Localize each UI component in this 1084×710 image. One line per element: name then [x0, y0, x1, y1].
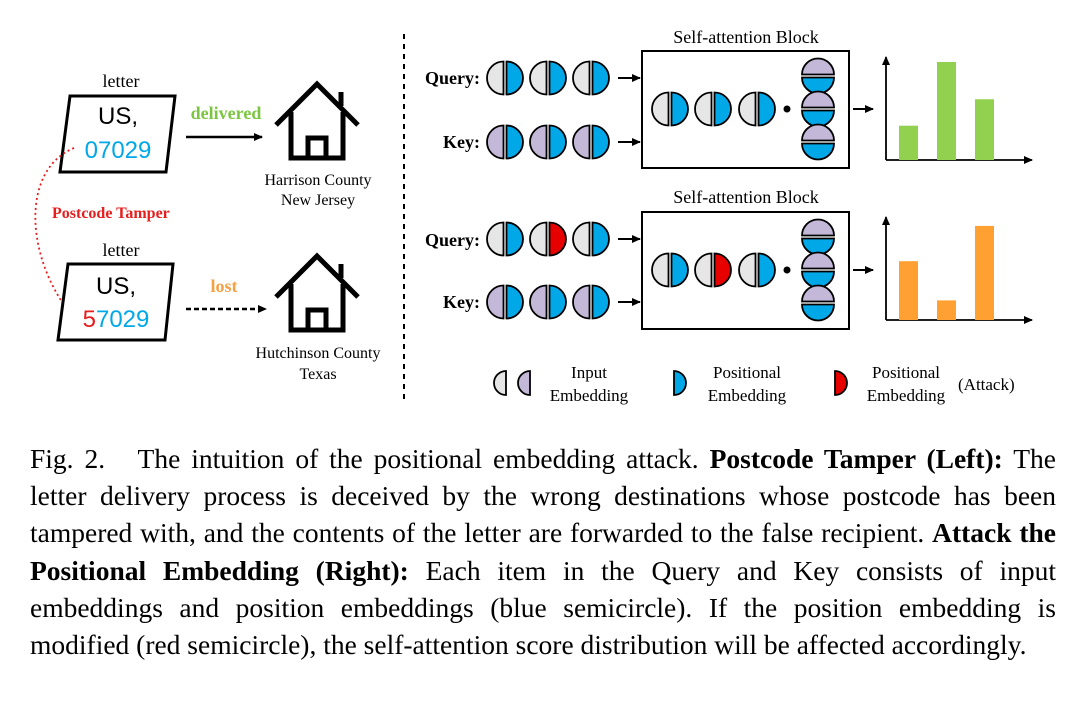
key-label-bottom: Key:: [443, 292, 480, 312]
query-label-bottom: Query:: [425, 230, 480, 250]
query-embeddings-top: [486, 60, 610, 96]
key-token: [801, 123, 835, 161]
dot-product-bottom: [783, 266, 791, 274]
block-row-top: [651, 91, 776, 127]
key-embeddings-top: [486, 124, 610, 160]
score-bar: [937, 62, 956, 160]
score-chart-top: [882, 56, 1033, 164]
attention-block-bottom: [641, 211, 850, 330]
block-col-top: [801, 57, 835, 161]
score-bar: [899, 261, 918, 320]
letter-bottom-envelope: [56, 262, 175, 342]
legend-input-line2: Embedding: [550, 386, 629, 405]
legend-input-half-gray: [493, 370, 507, 396]
legend-attack-icon: [834, 370, 848, 396]
embedding-token: [486, 221, 524, 257]
query-label-top: Query:: [425, 68, 480, 88]
caption-bold-1: Postcode Tamper (Left):: [709, 443, 1003, 474]
embedding-token: [572, 124, 610, 160]
tamper-arrow: [34, 147, 75, 319]
lost-label: lost: [211, 276, 238, 296]
embedding-token: [529, 284, 567, 320]
legend-positional-line1: Positional: [713, 363, 781, 382]
score-bar: [937, 300, 956, 320]
attention-block-top: [641, 50, 850, 169]
legend-attack-suffix: (Attack): [958, 375, 1015, 394]
score-bar: [975, 225, 994, 320]
postcode-rest: 7029: [96, 306, 149, 333]
postcode-changed-digit: 5: [83, 306, 96, 333]
key-token: [801, 90, 835, 128]
legend-positional-icon: [673, 370, 687, 396]
legend: Input Embedding Positional Embedding Pos…: [493, 363, 1015, 405]
score-bar: [899, 125, 918, 160]
dot-product-top: [783, 105, 791, 113]
letter-bottom-postcode: 57029: [83, 306, 150, 333]
figure-caption: Fig. 2. The intuition of the positional …: [30, 440, 1056, 663]
legend-attack-line1: Positional: [872, 363, 940, 382]
letter-top-postcode: 07029: [85, 137, 152, 164]
query-token: [694, 91, 732, 127]
key-token: [801, 251, 835, 289]
right-panel: Self-attention Block Query: Key: Self-at…: [425, 27, 1033, 405]
house-top-icon: [274, 80, 360, 161]
block-title-bottom: Self-attention Block: [673, 187, 818, 207]
caption-text-1: The intuition of the positional embeddin…: [137, 443, 699, 474]
key-embeddings-bottom: [486, 284, 610, 320]
caption-text-3: Each item in the Query and Key consists …: [30, 554, 1057, 661]
letter-bottom-country: US,: [96, 273, 136, 300]
letter-top-label: letter: [103, 71, 140, 91]
legend-input-icon: [493, 370, 531, 396]
tamper-label: Postcode Tamper: [52, 205, 170, 222]
letter-top-country: US,: [98, 103, 138, 130]
caption-fig-label: Fig. 2.: [30, 443, 106, 474]
block-row-bottom: [651, 252, 776, 288]
caption-text-2: The letter delivery process is deceived …: [30, 443, 1056, 549]
delivered-label: delivered: [191, 103, 262, 123]
query-token: [694, 252, 732, 288]
score-chart-bottom: [882, 216, 1033, 324]
key-token: [801, 284, 835, 322]
block-col-bottom: [801, 218, 835, 322]
query-token: [738, 252, 776, 288]
legend-positional-line2: Embedding: [708, 386, 787, 405]
caption-bold-2: Attack the Positional Embedding (Right):: [30, 517, 1057, 586]
house-top-label-line1: Harrison County: [264, 172, 371, 189]
embedding-token: [572, 284, 610, 320]
letter-top-envelope: [58, 94, 177, 174]
query-token: [651, 252, 689, 288]
legend-attack-line2: Embedding: [867, 386, 946, 405]
embedding-token: [486, 60, 524, 96]
embedding-token: [529, 60, 567, 96]
left-panel: letter US, 07029 delivered Harrison Coun…: [34, 71, 381, 383]
key-token: [801, 57, 835, 95]
legend-input-half-lavender: [517, 370, 531, 396]
house-top-label-line2: New Jersey: [281, 192, 355, 209]
legend-input-line1: Input: [571, 363, 607, 382]
embedding-token: [572, 60, 610, 96]
letter-bottom-label: letter: [103, 240, 140, 260]
figure: letter US, 07029 delivered Harrison Coun…: [34, 27, 1033, 405]
key-label-top: Key:: [443, 132, 480, 152]
embedding-token: [486, 284, 524, 320]
key-token: [801, 218, 835, 256]
house-bottom-label-line2: Texas: [299, 366, 336, 383]
query-token: [651, 91, 689, 127]
embedding-token: [529, 221, 567, 257]
query-token: [738, 91, 776, 127]
embedding-token: [486, 124, 524, 160]
embedding-token: [572, 221, 610, 257]
house-bottom-label-line1: Hutchinson County: [256, 345, 381, 362]
score-bar: [975, 99, 994, 160]
embedding-token: [529, 124, 567, 160]
block-title-top: Self-attention Block: [673, 27, 818, 47]
query-embeddings-bottom: [486, 221, 610, 257]
house-bottom-icon: [274, 252, 360, 333]
